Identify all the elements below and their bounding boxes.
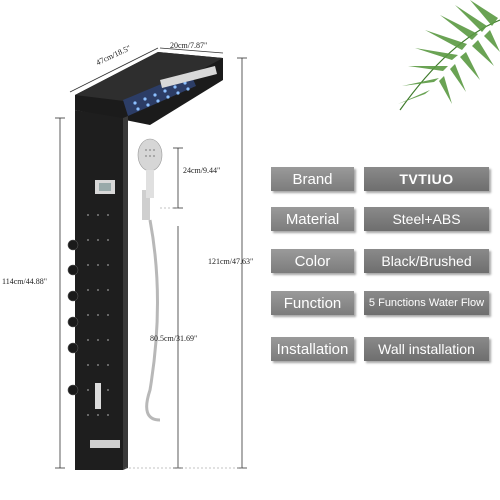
panel-height-dimension-label: 121cm/47.63" [208, 257, 254, 266]
spec-label: Installation [271, 337, 354, 361]
tub-spout [90, 440, 120, 448]
spec-row-function: Function 5 Functions Water Flow [0, 291, 500, 317]
hose-height-dimension-label: 80.5cm/31.69" [150, 334, 198, 343]
spec-value: Black/Brushed [364, 249, 489, 273]
spec-label: Color [271, 249, 354, 273]
shower-hose [145, 219, 161, 422]
hand-shower-dimension-label: 24cm/9.44" [183, 166, 221, 175]
spec-row-color: Color Black/Brushed [0, 249, 500, 275]
depth-dimension-label: 20cm/7.87" [170, 41, 208, 50]
panel-column [75, 110, 123, 470]
spec-row-installation: Installation Wall installation [0, 337, 500, 363]
spec-value: 5 Functions Water Flow [364, 291, 489, 315]
waterfall-spout [160, 66, 217, 88]
spec-label: Brand [271, 167, 354, 191]
spec-value: Steel+ABS [364, 207, 489, 231]
spec-label: Material [271, 207, 354, 231]
total-height-dimension-label: 114cm/44.88" [2, 277, 47, 286]
spec-label: Function [271, 291, 354, 315]
spec-row-brand: Brand TVTIUO [0, 167, 500, 193]
shower-holder [142, 190, 150, 220]
spec-row-material: Material Steel+ABS [0, 207, 500, 233]
diverter-lever [95, 383, 101, 409]
spec-value: Wall installation [364, 337, 489, 361]
spec-value: TVTIUO [364, 167, 489, 191]
control-knobs [67, 239, 79, 396]
